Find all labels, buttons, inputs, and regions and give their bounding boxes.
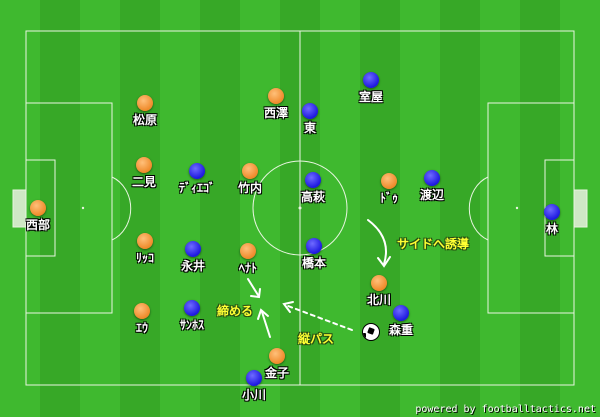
left-goal <box>12 189 27 228</box>
player-blue-7[interactable] <box>185 241 201 257</box>
player-blue-11[interactable] <box>246 370 262 386</box>
player-name-label: 森重 <box>388 323 414 337</box>
player-orange-10[interactable] <box>371 275 387 291</box>
squeeze-arrow-lower-head <box>257 308 269 320</box>
player-blue-4[interactable] <box>189 163 205 179</box>
curved-arrow <box>367 219 387 265</box>
player-name-label: 二見 <box>131 175 157 189</box>
center-spot <box>298 206 302 210</box>
player-blue-8[interactable] <box>306 238 322 254</box>
player-name-label: 室屋 <box>358 90 384 104</box>
player-name-label: 西澤 <box>263 106 289 120</box>
right-penalty-spot <box>515 206 519 210</box>
player-name-label: ﾘｯｺ <box>135 251 155 265</box>
player-orange-9[interactable] <box>381 173 397 189</box>
player-name-label: 北川 <box>366 293 392 307</box>
player-blue-1[interactable] <box>544 204 560 220</box>
player-orange-8[interactable] <box>240 243 256 259</box>
squeeze-arrow-upper <box>247 278 259 296</box>
right-goal <box>573 189 588 228</box>
pass-arrow <box>287 305 353 331</box>
curved-arrow-head <box>377 256 391 268</box>
player-blue-10[interactable] <box>393 305 409 321</box>
center-circle <box>252 160 348 256</box>
player-name-label: 竹内 <box>237 181 263 195</box>
player-name-label: 松原 <box>132 113 158 127</box>
player-orange-3[interactable] <box>136 157 152 173</box>
player-blue-2[interactable] <box>363 72 379 88</box>
ball-icon <box>362 323 380 341</box>
player-name-label: ﾍﾅﾄ <box>238 261 258 275</box>
squeeze-arrow-lower <box>261 311 271 338</box>
annotation-squeeze: 締める <box>217 304 254 318</box>
player-orange-11[interactable] <box>269 348 285 364</box>
pass-arrow-head <box>282 301 294 313</box>
squeeze-arrow-upper-head <box>250 288 261 299</box>
credit-text: powered by footballtactics.net <box>415 404 596 415</box>
left-penalty-arc <box>111 176 132 241</box>
annotation-induce: サイドへ誘導 <box>397 237 470 251</box>
player-name-label: 渡辺 <box>419 188 445 202</box>
player-name-label: 小川 <box>241 388 267 402</box>
player-name-label: ﾃﾞｨｴｺﾞ <box>178 181 216 195</box>
player-name-label: 橋本 <box>301 256 327 270</box>
player-name-label: 永井 <box>180 259 206 273</box>
player-blue-3[interactable] <box>302 103 318 119</box>
player-orange-1[interactable] <box>30 200 46 216</box>
annotation-vertical-pass: 縦パス <box>298 332 335 346</box>
player-blue-9[interactable] <box>184 300 200 316</box>
player-name-label: ﾄﾞｩ <box>379 191 399 205</box>
player-name-label: 高萩 <box>300 190 326 204</box>
player-orange-7[interactable] <box>242 163 258 179</box>
left-penalty-spot <box>81 206 85 210</box>
player-orange-2[interactable] <box>137 95 153 111</box>
player-name-label: ｴｳ <box>135 321 149 335</box>
right-penalty-arc <box>468 176 489 241</box>
player-orange-4[interactable] <box>137 233 153 249</box>
player-name-label: 金子 <box>264 366 290 380</box>
player-name-label: 東 <box>303 121 317 135</box>
player-name-label: 西部 <box>25 218 51 232</box>
player-name-label: 林 <box>545 222 559 236</box>
player-blue-6[interactable] <box>424 170 440 186</box>
player-orange-6[interactable] <box>268 88 284 104</box>
player-blue-5[interactable] <box>305 172 321 188</box>
player-orange-5[interactable] <box>134 303 150 319</box>
player-name-label: ｻﾝﾎｽ <box>179 318 205 332</box>
